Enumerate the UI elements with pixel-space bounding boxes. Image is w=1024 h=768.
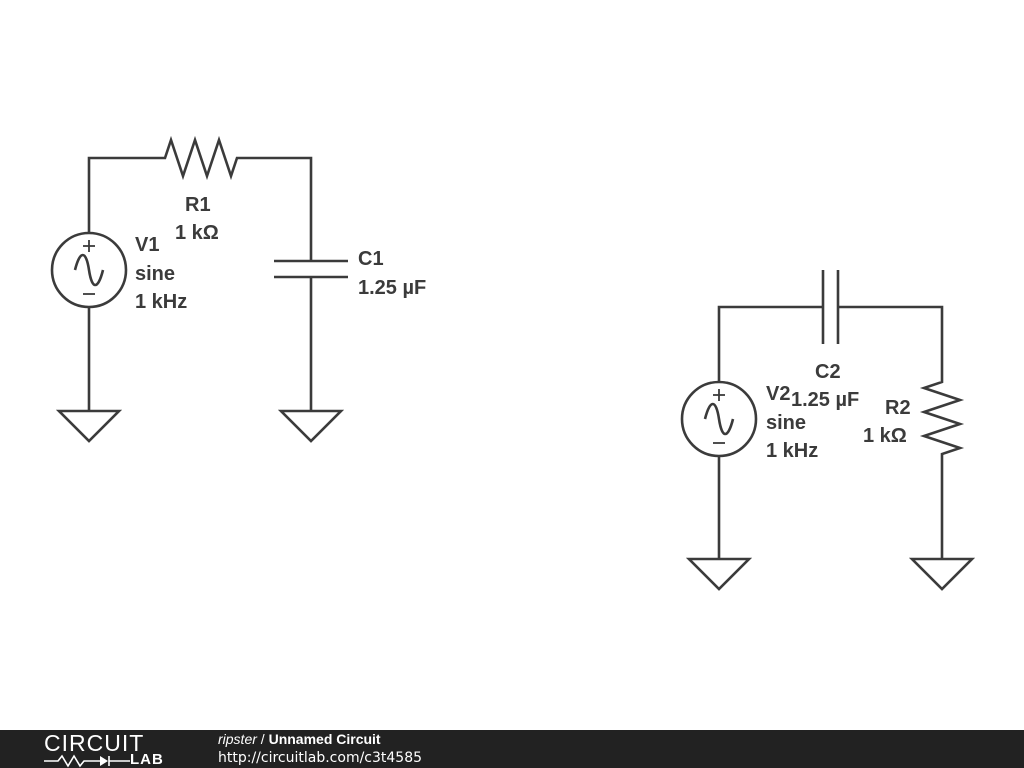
v2-freq-label: 1 kHz	[766, 440, 818, 462]
logo-text-lab: LAB	[130, 751, 164, 768]
ground-1a	[55, 409, 123, 443]
c1-name-label: C1	[358, 248, 384, 270]
circuit-2: C2 1.25 µF R2 1 kΩ V2 sine 1 kHz	[680, 270, 976, 591]
v2-name-label: V2	[766, 383, 790, 405]
circuit-meta: ripster / Unnamed Circuit http://circuit…	[218, 730, 422, 768]
ground-1b	[277, 409, 345, 443]
v1-type-label: sine	[135, 263, 175, 285]
circuit-title-line: ripster / Unnamed Circuit	[218, 730, 422, 749]
circuit-title[interactable]: Unnamed Circuit	[268, 731, 381, 747]
ground-2a	[685, 557, 753, 591]
v1-freq-label: 1 kHz	[135, 291, 187, 313]
r2-value-label: 1 kΩ	[863, 425, 907, 447]
wire-v1-to-r1	[87, 156, 159, 233]
c1-value-label: 1.25 µF	[358, 277, 426, 299]
capacitor-c2[interactable]	[821, 270, 840, 344]
logo-text-circuit: CIRCUIT	[44, 730, 145, 756]
wire-v2-to-c2	[717, 305, 823, 382]
c2-name-label: C2	[815, 361, 841, 383]
circuit-url[interactable]: http://circuitlab.com/c3t4585	[218, 750, 423, 766]
footer-bar: CIRCUIT LAB ripster / Unnamed Circuit ht…	[0, 730, 1024, 768]
voltage-source-v2[interactable]	[680, 380, 758, 458]
ground-2b	[908, 557, 976, 591]
circuitlab-logo[interactable]: CIRCUIT LAB	[44, 730, 178, 768]
resistor-r1[interactable]	[159, 135, 241, 181]
author-name[interactable]: ripster	[218, 731, 257, 747]
v2-type-label: sine	[766, 412, 806, 434]
r2-name-label: R2	[885, 397, 911, 419]
r1-name-label: R1	[185, 194, 211, 216]
capacitor-c1[interactable]	[274, 259, 348, 279]
wire-r1-to-c1	[241, 156, 313, 261]
circuit-1: R1 1 kΩ C1 1.25 µF V1 sine 1 kHz	[50, 135, 426, 443]
resistor-r2[interactable]	[919, 376, 965, 458]
schematic-canvas: R1 1 kΩ C1 1.25 µF V1 sine 1 kHz	[50, 135, 976, 591]
title-separator: /	[260, 731, 265, 747]
logo-resistor-diode-icon	[44, 754, 130, 768]
v1-name-label: V1	[135, 234, 159, 256]
wire-c2-to-r2	[838, 305, 944, 376]
c2-value-label: 1.25 µF	[791, 389, 859, 411]
voltage-source-v1[interactable]	[50, 231, 128, 309]
r1-value-label: 1 kΩ	[175, 222, 219, 244]
